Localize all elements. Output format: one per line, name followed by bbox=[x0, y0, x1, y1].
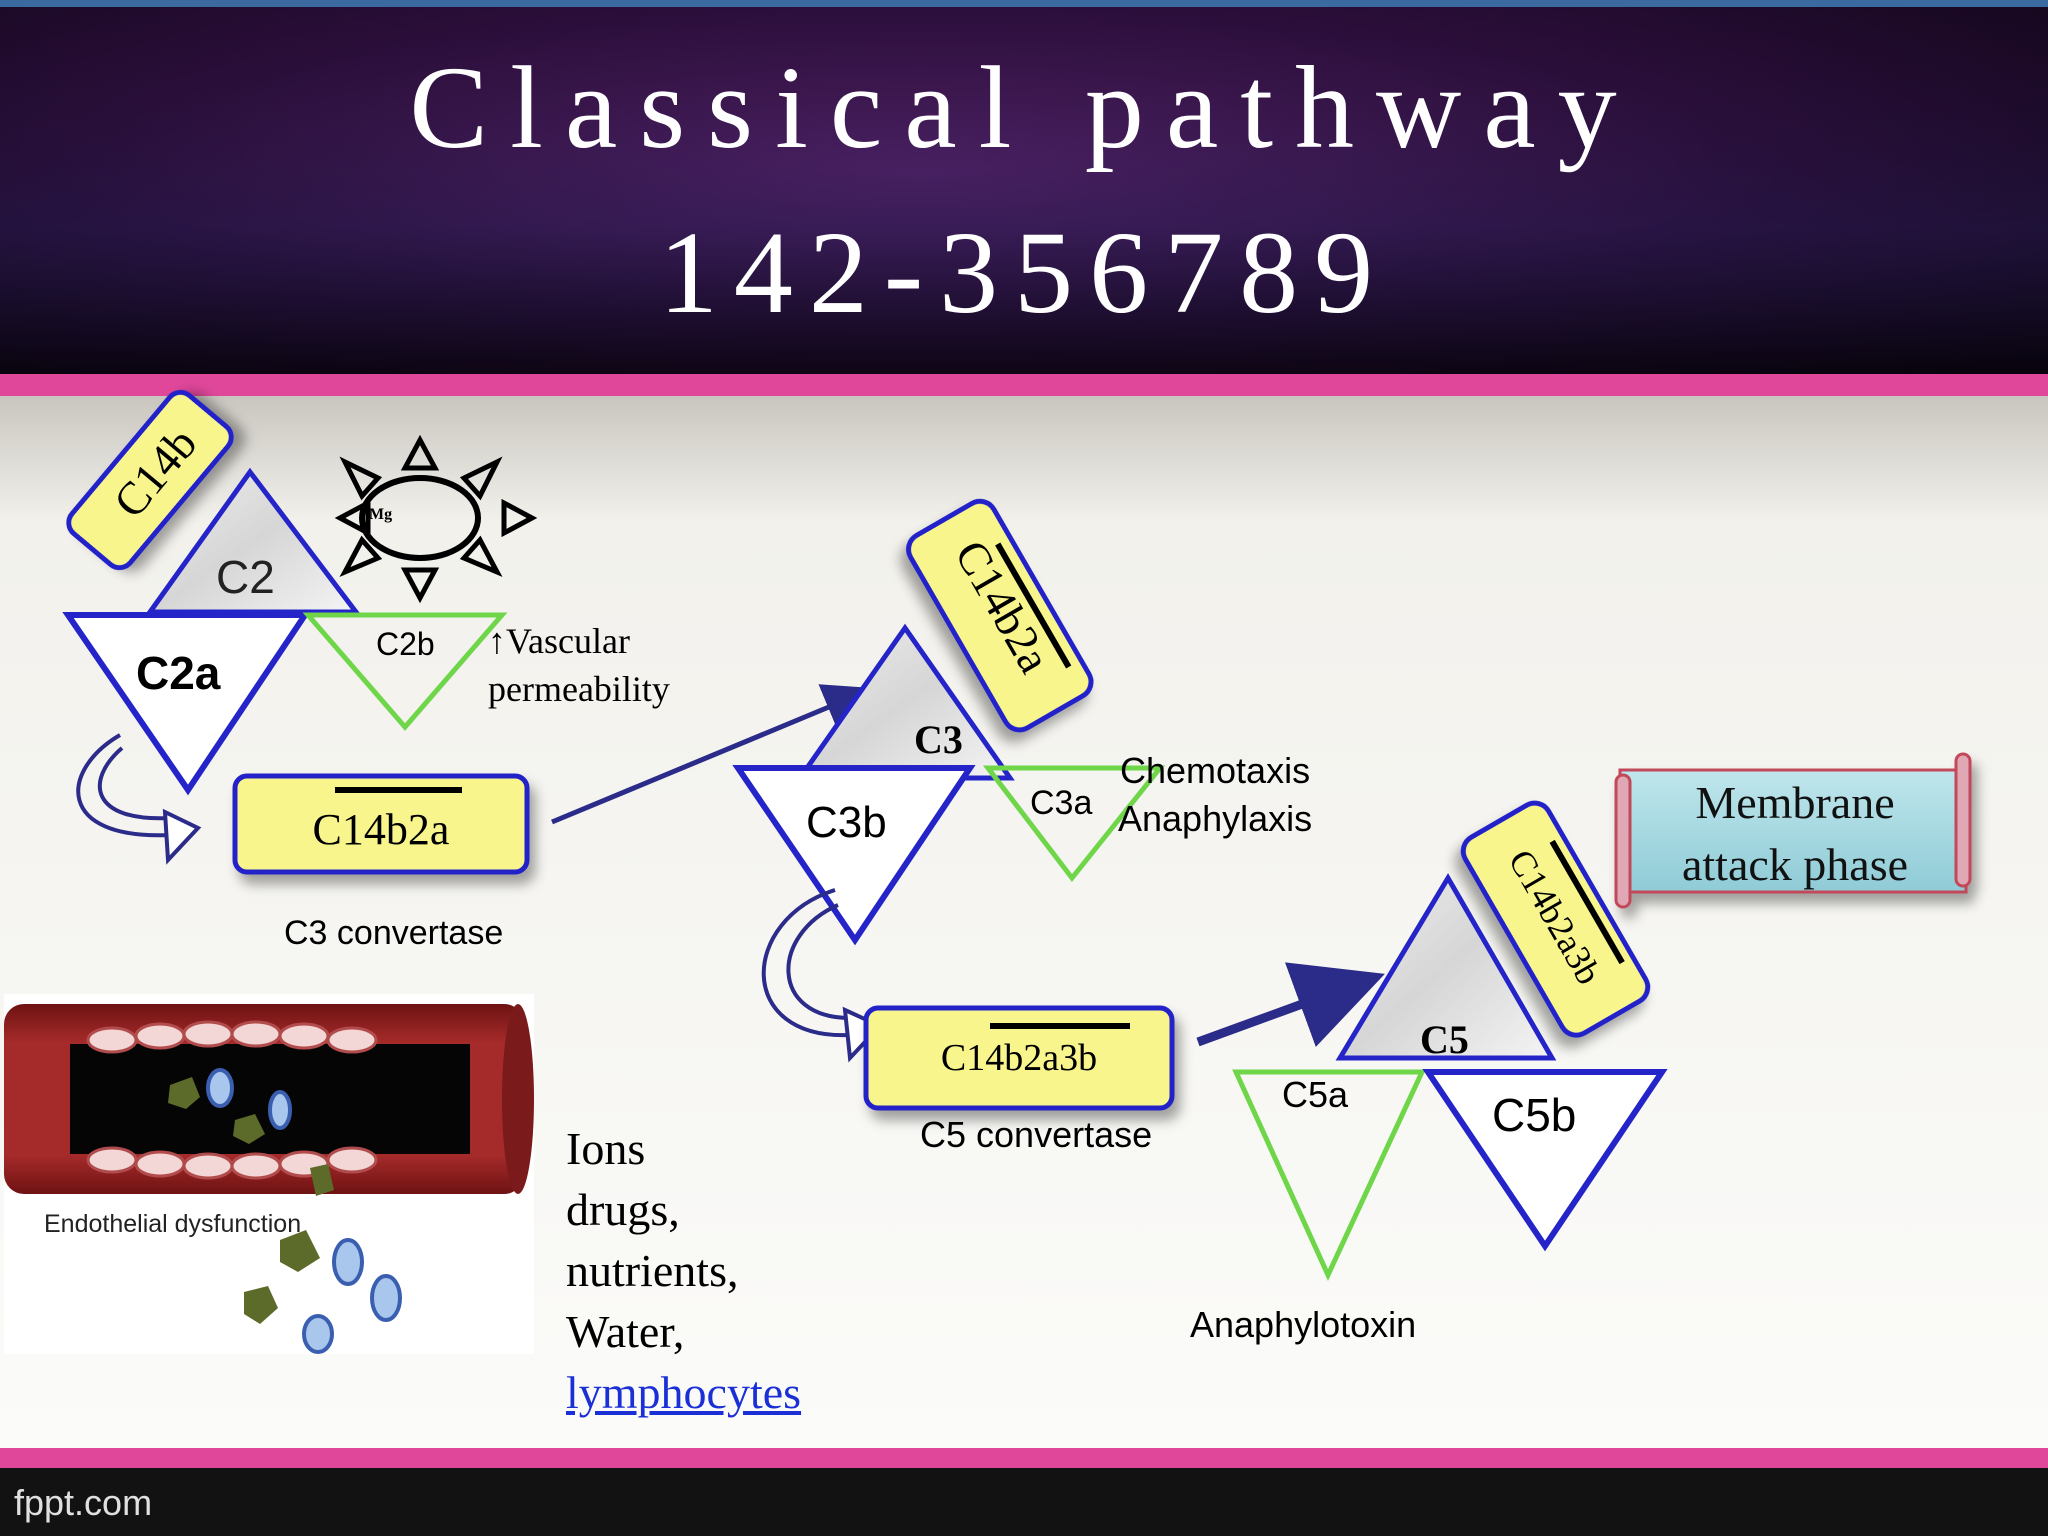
c5-convertase-box bbox=[863, 1005, 1175, 1111]
c5-label: C5 bbox=[1420, 1017, 1469, 1062]
membrane-attack-banner bbox=[1614, 752, 1972, 909]
c3a-label: C3a bbox=[1030, 784, 1093, 822]
c3-convertase-box bbox=[232, 773, 530, 875]
c3a-triangle bbox=[982, 765, 1166, 883]
c14b2a-tag bbox=[906, 498, 1094, 733]
c5a-name: Anaphylotoxin bbox=[1190, 1304, 1417, 1345]
c3-convertase-name: C3 convertase bbox=[284, 914, 504, 952]
c2b-effect-line2: permeability bbox=[488, 669, 670, 709]
arrow-to-c3 bbox=[551, 684, 875, 825]
arrow-to-c5 bbox=[1196, 962, 1385, 1047]
footer-brand: fppt.com bbox=[14, 1482, 153, 1523]
slide-title: Classical pathway bbox=[409, 42, 1639, 173]
c2a-triangle bbox=[62, 612, 311, 796]
c5-triangle bbox=[1335, 873, 1557, 1061]
c5a-triangle bbox=[1232, 1069, 1426, 1282]
c5a-label: C5a bbox=[1282, 1074, 1349, 1115]
banner-line2: attack phase bbox=[1681, 839, 1909, 890]
list-item: drugs, bbox=[566, 1184, 680, 1235]
c2b-triangle bbox=[302, 612, 508, 731]
c3-label: C3 bbox=[914, 717, 963, 762]
c14b2a3b-tag bbox=[1460, 800, 1651, 1038]
c14b-tag bbox=[66, 389, 234, 571]
c3a-effect-chemotaxis: Chemotaxis bbox=[1120, 750, 1311, 791]
c2b-label: C2b bbox=[376, 626, 435, 662]
pink-band-bottom bbox=[0, 1448, 2048, 1468]
c2a-label: C2a bbox=[136, 647, 221, 699]
c2b-effect-line1: ↑Vascular bbox=[488, 621, 630, 661]
banner-line1: Membrane bbox=[1695, 777, 1895, 828]
c3b-label: C3b bbox=[806, 798, 887, 847]
list-item: nutrients, bbox=[566, 1245, 739, 1296]
slide-subtitle: 142-356789 bbox=[658, 207, 1390, 338]
vessel-caption: Endothelial dysfunction bbox=[44, 1210, 302, 1238]
mg-ion-icon bbox=[334, 434, 538, 604]
lymphocytes-link[interactable]: lymphocytes bbox=[566, 1367, 802, 1418]
c3a-effect-anaphylaxis: Anaphylaxis bbox=[1118, 798, 1313, 839]
membrane-attack-text: Membrane attack phase bbox=[1640, 772, 1950, 896]
list-item: Water, bbox=[566, 1306, 685, 1357]
endothelial-vessel-image bbox=[4, 994, 534, 1354]
c3-convertase-formula: C14b2a bbox=[312, 805, 450, 854]
list-item: Ions bbox=[566, 1123, 646, 1174]
mg-label: Mg bbox=[369, 506, 393, 523]
c2-label: C2 bbox=[216, 551, 275, 603]
curved-arrow-1 bbox=[76, 733, 202, 865]
c5b-triangle bbox=[1422, 1069, 1668, 1252]
c5-convertase-formula: C14b2a3b bbox=[940, 1037, 1098, 1079]
c5-convertase-name: C5 convertase bbox=[920, 1114, 1153, 1155]
c3b-triangle bbox=[732, 765, 976, 946]
permeability-list: Ions drugs, nutrients, Water, lymphocyte… bbox=[566, 1118, 801, 1423]
c5b-label: C5b bbox=[1492, 1089, 1577, 1141]
footer-bar bbox=[0, 1468, 2048, 1536]
pink-band-top bbox=[0, 374, 2048, 396]
